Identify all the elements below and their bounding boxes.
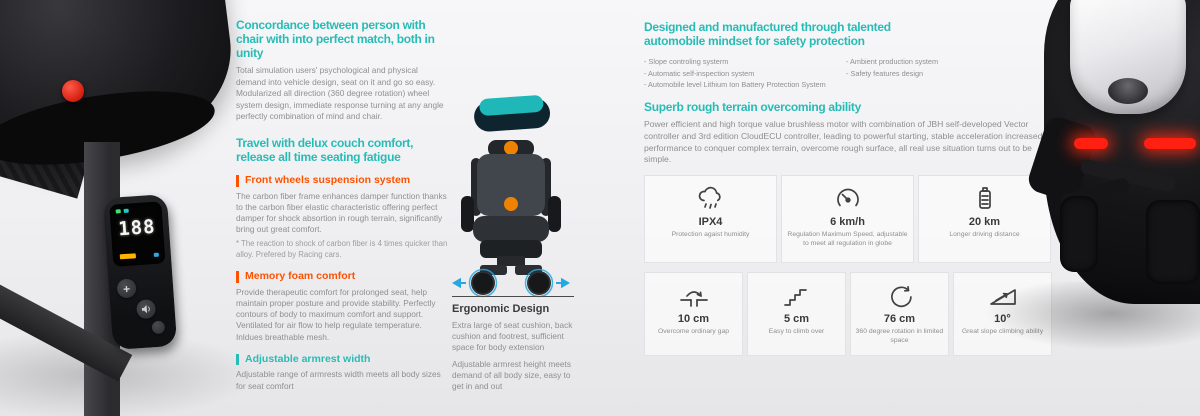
- spec-label: Easy to climb over: [768, 328, 825, 336]
- spec-value: IPX4: [698, 216, 723, 229]
- floor-shadow: [980, 282, 1200, 352]
- display-indicators: [115, 208, 129, 214]
- speed-readout: 188: [117, 215, 157, 241]
- product-photo-armrest-controller: 188 +: [0, 0, 260, 416]
- safety-bullet: - Automatic self-inspection system: [644, 68, 755, 78]
- spec-value: 6 km/h: [830, 216, 865, 229]
- slope-climb-icon: [988, 280, 1018, 312]
- speedometer-icon: [833, 183, 863, 215]
- red-power-button: [62, 80, 84, 102]
- blue-indicator: [153, 252, 159, 257]
- comfort-copy-column: Concordance between person with chair wi…: [236, 18, 450, 392]
- safety-bullet: - Safety features design: [846, 68, 924, 78]
- rear-wheel-right: [1146, 200, 1200, 284]
- teal-indicator: [123, 208, 129, 213]
- section-title-couch-comfort: Travel with delux couch comfort, release…: [236, 135, 414, 164]
- battery-bar: [119, 253, 137, 260]
- spec-label: Protection agaist humidity: [671, 231, 750, 239]
- feature-memory-foam: Memory foam comfort Provide therapeutic …: [236, 271, 450, 342]
- spec-cards-row-1: IPX4 Protection agaist humidity 6 km/h R…: [644, 175, 1056, 264]
- ergonomic-design-block: Ergonomic Design Extra large of seat cus…: [452, 296, 574, 392]
- spec-value: 76 cm: [883, 313, 916, 326]
- green-indicator: [115, 209, 121, 214]
- safety-bullet: - Ambient production system: [846, 57, 939, 67]
- spec-card-range: 20 km Longer driving distance: [918, 175, 1051, 264]
- spec-value: 5 cm: [783, 313, 810, 326]
- feature-title: Front wheels suspension system: [236, 174, 450, 187]
- product-photo-rear-view: [980, 0, 1200, 416]
- spec-label: Regulation Maximum Speed, adjustable to …: [787, 231, 908, 248]
- section-title-safety: Designed and manufactured through talent…: [644, 20, 891, 49]
- spec-label: Great slope climbing ability: [961, 328, 1043, 336]
- mode-button: [151, 320, 166, 335]
- seatback-notch: [1108, 78, 1148, 104]
- horn-icon: [141, 305, 150, 314]
- spec-card-slope: 10° Great slope climbing ability: [953, 272, 1052, 357]
- feature-title: Adjustable armrest width: [236, 353, 450, 366]
- spec-card-gap: 10 cm Overcome ordinary gap: [644, 272, 743, 357]
- feature-title: Memory foam comfort: [236, 271, 450, 283]
- ergonomic-body-1: Extra large of seat cushion, back cushio…: [452, 320, 573, 353]
- safety-terrain-column: Designed and manufactured through talent…: [644, 20, 1056, 357]
- battery-icon: [970, 183, 1000, 215]
- chair-illustration: [452, 95, 570, 298]
- joystick-controller: 188 +: [102, 193, 178, 351]
- safety-feature-lists: - Slope controling systerm - Automatic s…: [644, 56, 1056, 90]
- seat-cushion-illustration: [474, 95, 551, 132]
- controller-display: 188: [109, 201, 166, 267]
- terrain-body: Power efficient and high torque value br…: [644, 119, 1043, 165]
- feature-body: The carbon fiber frame enhances damper f…: [236, 190, 447, 235]
- spec-cards-row-2: 10 cm Overcome ordinary gap 5 cm Easy to…: [644, 272, 1056, 357]
- ergonomic-body-2: Adjustable armrest height meets demand o…: [452, 358, 571, 391]
- gap-crossing-icon: [679, 280, 709, 312]
- rear-wheel-left: [1060, 196, 1098, 272]
- tail-light-right: [1144, 138, 1196, 149]
- safety-list-left: - Slope controling systerm - Automatic s…: [644, 56, 846, 90]
- feature-front-wheels-suspension: Front wheels suspension system The carbo…: [236, 174, 450, 260]
- rain-cloud-icon: [696, 183, 726, 215]
- spec-label: Overcome ordinary gap: [657, 328, 730, 336]
- safety-bullet: - Slope controling systerm: [644, 57, 729, 67]
- spec-label: 360 degree rotation in limited space: [855, 328, 944, 345]
- spec-card-climb-over: 5 cm Easy to climb over: [747, 272, 846, 357]
- safety-list-right: - Ambient production system - Safety fea…: [846, 56, 938, 90]
- stairs-icon: [782, 280, 812, 312]
- ergonomic-title: Ergonomic Design: [452, 303, 550, 315]
- feature-footnote: * The reaction to shock of carbon fiber …: [236, 239, 448, 259]
- spec-card-rotation: 76 cm 360 degree rotation in limited spa…: [850, 272, 949, 357]
- spec-value: 10°: [994, 313, 1011, 325]
- chair-front-render: [444, 92, 578, 298]
- spec-value: 10 cm: [677, 313, 710, 326]
- spec-value: 20 km: [968, 216, 1001, 229]
- spec-card-max-speed: 6 km/h Regulation Maximum Speed, adjusta…: [781, 175, 914, 264]
- rotation-arrow-icon: [885, 280, 915, 312]
- feature-body: Provide therapeutic comfort for prolonge…: [236, 286, 436, 342]
- plus-button: +: [116, 278, 137, 299]
- safety-bullet: - Automobile level Lithium Ion Battery P…: [644, 79, 826, 89]
- spec-label: Longer driving distance: [949, 231, 1020, 239]
- section-title-concordance: Concordance between person with chair wi…: [236, 18, 435, 61]
- feature-body: Adjustable range of armrests width meets…: [236, 369, 441, 391]
- width-adjust-arrows: [452, 277, 570, 289]
- section-title-terrain: Superb rough terrain overcoming ability: [644, 100, 862, 115]
- concordance-body: Total simulation users' psychological an…: [236, 65, 444, 122]
- tail-light-left: [1074, 138, 1108, 149]
- spec-card-ipx4: IPX4 Protection agaist humidity: [644, 175, 777, 264]
- feature-adjustable-armrest: Adjustable armrest width Adjustable rang…: [236, 353, 450, 392]
- horn-button: [135, 299, 157, 320]
